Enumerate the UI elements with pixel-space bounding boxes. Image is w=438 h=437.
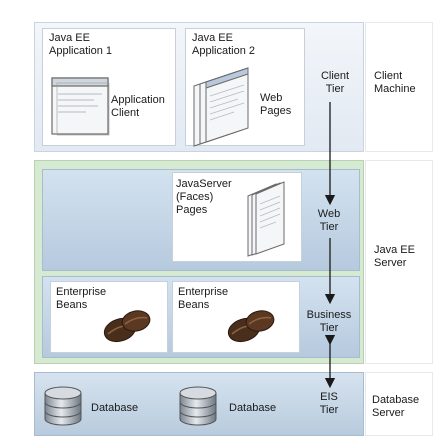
enterprise-beans-label-1: Enterprise Beans [56, 286, 107, 311]
application-window-icon [51, 77, 110, 136]
coffee-bean-icon-2 [227, 310, 275, 343]
database-icon-1 [44, 386, 82, 426]
database-icon-2 [179, 386, 217, 426]
database-server-label: Database Server [372, 394, 420, 419]
java-ee-server-label: Java EE Server [374, 244, 415, 269]
database-server-band [365, 372, 433, 436]
database-label-2: Database [229, 402, 277, 414]
client-machine-band [365, 22, 433, 152]
app1-title: Java EE Application 1 [49, 32, 112, 57]
java-ee-server-band [365, 160, 433, 364]
client-tier-label: Client Tier [320, 70, 350, 95]
business-tier-label: Business Tier [306, 309, 352, 334]
jsf-pages-icon [247, 181, 285, 257]
web-pages-label: Web Pages [260, 92, 292, 117]
app2-title: Java EE Application 2 [192, 32, 255, 57]
application-client-label: Application Client [111, 94, 165, 119]
eis-tier-label: EIS Tier [319, 391, 339, 416]
web-tier-label: Web Tier [317, 208, 341, 233]
coffee-bean-icon-1 [103, 310, 151, 343]
web-pages-icon [193, 67, 249, 147]
client-machine-label: Client Machine [374, 70, 416, 95]
database-label-1: Database [91, 402, 139, 414]
jsf-pages-label: JavaServer (Faces) Pages [176, 178, 232, 216]
enterprise-beans-label-2: Enterprise Beans [178, 286, 229, 311]
